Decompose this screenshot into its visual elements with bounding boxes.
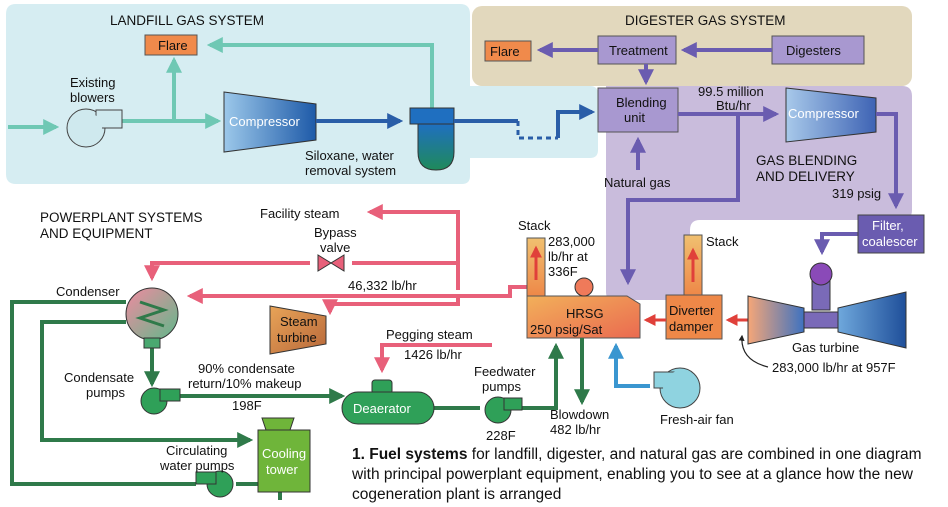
digester-flare bbox=[484, 40, 532, 62]
hrsg-label-2: 250 psig/Sat bbox=[530, 322, 603, 337]
steam-piping bbox=[144, 204, 530, 374]
caption-text: for landfill, digester, and natural gas … bbox=[352, 446, 922, 503]
blending-unit-label-1: Blending bbox=[616, 95, 667, 110]
caption-lead: 1. Fuel systems bbox=[352, 446, 468, 463]
hrsg bbox=[526, 295, 641, 339]
blending-unit-label-2: unit bbox=[624, 110, 645, 125]
filter-label-2: coalescer bbox=[862, 234, 918, 249]
steam-turbine bbox=[269, 305, 327, 355]
filter-label-1: Filter, bbox=[872, 218, 904, 233]
bypass-label-1: Bypass bbox=[314, 225, 357, 240]
feedwater-pump bbox=[484, 396, 523, 424]
condensate-pump bbox=[140, 387, 181, 415]
return-label-2: return/10% makeup bbox=[188, 376, 301, 391]
blending-compressor bbox=[785, 87, 877, 143]
powerplant-header-line1: POWERPLANT SYSTEMS bbox=[40, 210, 203, 225]
temp-198-label: 198F bbox=[232, 398, 262, 413]
filter-coalescer bbox=[857, 214, 925, 254]
steam-turbine-label-1: Steam bbox=[280, 314, 318, 329]
green-piping bbox=[10, 300, 590, 500]
cooling-label-1: Cooling bbox=[262, 446, 306, 461]
siloxane-label-2: removal system bbox=[305, 163, 396, 178]
deaerator bbox=[341, 379, 435, 425]
circulating-label-2: water pumps bbox=[159, 458, 235, 473]
blowdown-label-1: Blowdown bbox=[550, 407, 609, 422]
flow-label-2: Btu/hr bbox=[716, 98, 751, 113]
return-label-1: 90% condensate bbox=[198, 361, 295, 376]
facility-steam-label: Facility steam bbox=[260, 206, 339, 221]
gas-turbine bbox=[747, 262, 907, 349]
digester-piping bbox=[536, 42, 772, 86]
condenser-coil bbox=[135, 300, 169, 328]
hrsg-label-1: HRSG bbox=[566, 306, 604, 321]
diverter-stack-label: Stack bbox=[706, 234, 739, 249]
landfill-to-blending bbox=[556, 104, 596, 138]
blowers-label-1: Existing bbox=[70, 75, 116, 90]
blending-header-line1: GAS BLENDING bbox=[756, 153, 857, 168]
flow-46332-label: 46,332 lb/hr bbox=[348, 278, 417, 293]
pegging-label: Pegging steam bbox=[386, 327, 473, 342]
cooling-label-2: tower bbox=[266, 462, 298, 477]
condensate-pumps-label-1: Condensate bbox=[64, 370, 134, 385]
blending-piping bbox=[620, 106, 904, 286]
landfill-flare bbox=[144, 34, 198, 56]
hrsg-stack-label: Stack bbox=[518, 218, 551, 233]
treatment-label: Treatment bbox=[609, 43, 668, 58]
blowdown-label-2: 482 lb/hr bbox=[550, 422, 601, 437]
landfill-header: LANDFILL GAS SYSTEM bbox=[110, 13, 264, 28]
hrsg-drum bbox=[574, 277, 594, 297]
fresh-air-duct bbox=[608, 342, 650, 388]
bypass-label-2: valve bbox=[320, 240, 350, 255]
landfill-compressor-label: Compressor bbox=[229, 114, 300, 129]
landfill-compressor bbox=[223, 91, 317, 153]
gt-flow-pointer bbox=[738, 334, 769, 368]
feedwater-label-1: Feedwater bbox=[474, 364, 536, 379]
siloxane-removal-system bbox=[409, 107, 455, 171]
circulating-pump bbox=[195, 470, 234, 498]
fresh-air-fan bbox=[653, 367, 701, 409]
digester-header: DIGESTER GAS SYSTEM bbox=[625, 13, 786, 28]
hrsg-flow-3: 336F bbox=[548, 264, 578, 279]
siloxane-label-1: Siloxane, water bbox=[305, 148, 395, 163]
natural-gas-label: Natural gas bbox=[604, 175, 671, 190]
blending-header-line2: AND DELIVERY bbox=[756, 169, 855, 184]
figure-caption: 1. Fuel systems for landfill, digester, … bbox=[352, 445, 932, 505]
gas-turbine-label: Gas turbine bbox=[792, 340, 859, 355]
blowers-label-2: blowers bbox=[70, 90, 115, 105]
steam-turbine-label-2: turbine bbox=[277, 330, 317, 345]
digesters-label: Digesters bbox=[786, 43, 841, 58]
pegging-flow-label: 1426 lb/hr bbox=[404, 347, 462, 362]
treatment-box bbox=[597, 35, 677, 65]
gt-flow-label: 283,000 lb/hr at 957F bbox=[772, 360, 896, 375]
cooling-tower bbox=[257, 417, 311, 493]
temp-228-label: 228F bbox=[486, 428, 516, 443]
diverter-label-2: damper bbox=[669, 319, 714, 334]
condensate-pumps-label-2: pumps bbox=[86, 385, 126, 400]
blending-unit bbox=[597, 87, 679, 133]
blending-section-bg bbox=[606, 86, 912, 300]
landfill-flare-label: Flare bbox=[158, 38, 188, 53]
condenser-hotwell bbox=[143, 337, 161, 349]
powerplant-header-line2: AND EQUIPMENT bbox=[40, 226, 153, 241]
digester-flare-label: Flare bbox=[490, 44, 520, 59]
existing-blowers bbox=[66, 108, 123, 148]
diverter-label-1: Diverter bbox=[669, 303, 715, 318]
diverter-damper bbox=[665, 294, 723, 340]
hrsg-flow-2: lb/hr at bbox=[548, 249, 588, 264]
feedwater-label-2: pumps bbox=[482, 379, 522, 394]
fresh-air-label: Fresh-air fan bbox=[660, 412, 734, 427]
condenser-label: Condenser bbox=[56, 284, 120, 299]
landfill-piping bbox=[8, 37, 434, 135]
circulating-label-1: Circulating bbox=[166, 443, 227, 458]
deaerator-label: Deaerator bbox=[353, 401, 411, 416]
blending-compressor-label: Compressor bbox=[788, 106, 859, 121]
flow-label-1: 99.5 million bbox=[698, 84, 764, 99]
bypass-valve bbox=[317, 254, 345, 272]
hrsg-flow-1: 283,000 bbox=[548, 234, 595, 249]
pressure-label: 319 psig bbox=[832, 186, 881, 201]
